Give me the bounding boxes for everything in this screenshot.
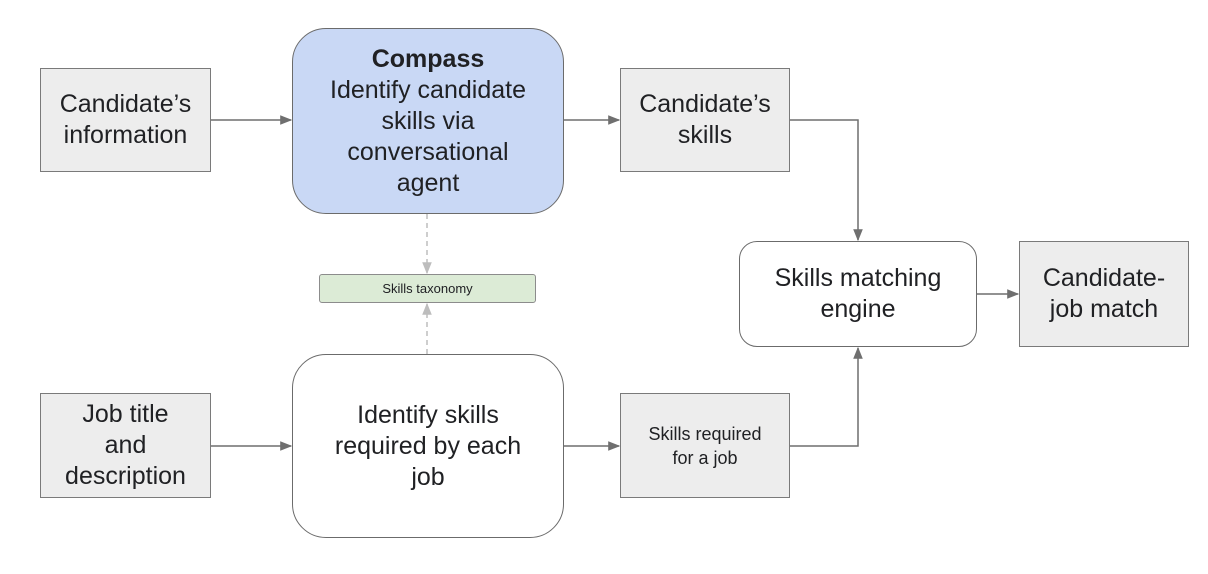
node-line: Identify candidate (330, 75, 526, 104)
node-line: Identify skills (357, 400, 499, 429)
skills-required-box: Skills required for a job (620, 393, 790, 498)
node-line: for a job (672, 447, 738, 468)
candidate-information-box: Candidate’s information (40, 68, 211, 172)
node-line: Candidate’s (59, 90, 192, 118)
node-line: conversational (347, 137, 509, 166)
compass-box: Compass Identify candidate skills via co… (292, 28, 564, 214)
candidate-job-match-box: Candidate- job match (1019, 241, 1189, 347)
node-line: skills (677, 121, 733, 149)
node-line: skills via (381, 106, 475, 135)
edge-skills-required-to-matching-engine (790, 346, 863, 447)
skills-taxonomy-label: Skills taxonomy (382, 280, 473, 296)
node-line: engine (820, 295, 896, 323)
node-line: Candidate’s (639, 90, 771, 118)
node-line: required by each (334, 431, 522, 460)
skills-matching-engine-box: Skills matching engine (739, 241, 977, 347)
node-line: and (104, 431, 147, 459)
node-line: Skills required (648, 423, 762, 444)
edge-candidate-skills-to-matching-engine (790, 119, 863, 242)
node-line: agent (396, 168, 460, 197)
candidate-skills-box: Candidate’s skills (620, 68, 790, 172)
identify-skills-box: Identify skills required by each job (292, 354, 564, 538)
node-line: information (63, 121, 188, 149)
node-line: job (411, 462, 445, 491)
node-line: Job title (82, 400, 169, 428)
node-line: job match (1049, 295, 1159, 323)
skills-taxonomy-box: Skills taxonomy (319, 274, 536, 303)
job-title-description-box: Job title and description (40, 393, 211, 498)
node-line: description (65, 462, 186, 490)
node-line: Candidate- (1042, 264, 1166, 292)
compass-title: Compass (371, 44, 485, 73)
node-line: Skills matching (774, 264, 942, 292)
